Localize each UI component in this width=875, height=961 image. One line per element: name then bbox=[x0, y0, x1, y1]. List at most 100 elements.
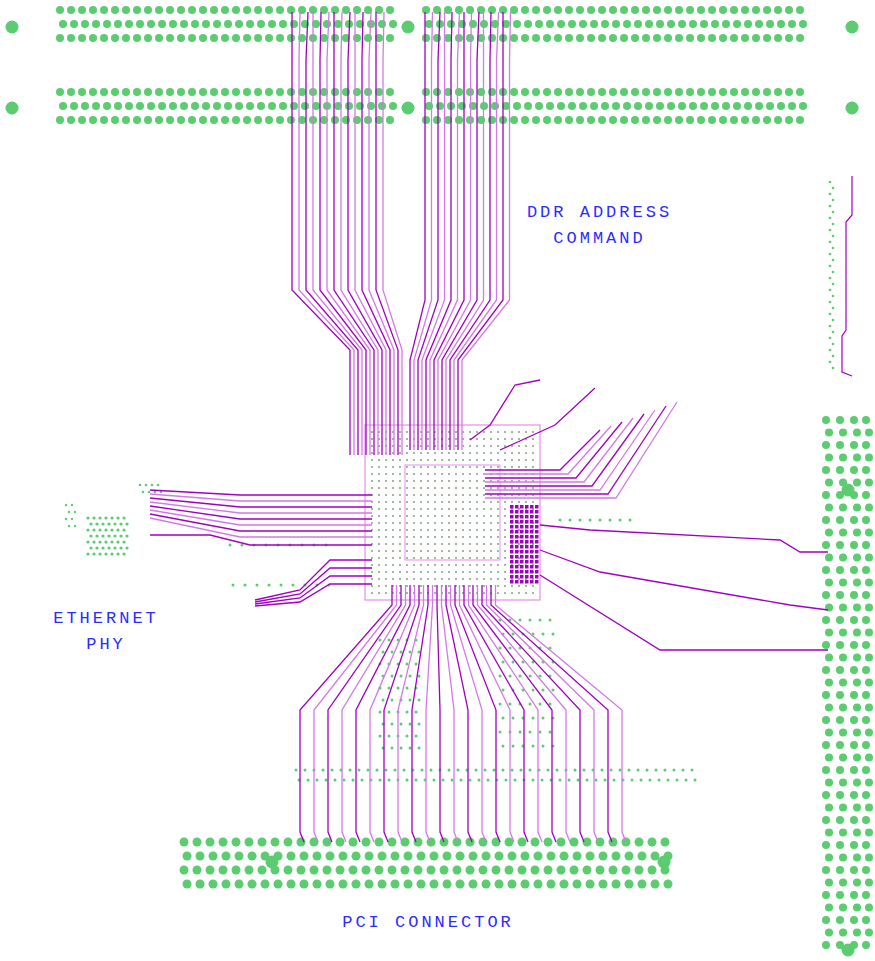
connector-pad bbox=[653, 6, 661, 14]
connector-pad bbox=[261, 880, 270, 889]
connector-pad bbox=[353, 6, 361, 14]
connector-pad bbox=[488, 88, 496, 96]
via-block bbox=[510, 560, 514, 564]
bga-ball bbox=[469, 529, 471, 531]
connector-pad bbox=[287, 34, 295, 42]
via bbox=[241, 544, 244, 547]
bga-ball bbox=[406, 585, 408, 587]
bga-ball bbox=[455, 473, 457, 475]
connector-pad bbox=[733, 102, 741, 110]
connector-pad bbox=[331, 6, 339, 14]
via-block bbox=[510, 535, 514, 539]
via-block bbox=[520, 505, 524, 509]
via-block bbox=[535, 510, 539, 514]
bga-ball bbox=[511, 501, 513, 503]
small-pad bbox=[829, 181, 832, 184]
connector-pad bbox=[199, 116, 207, 124]
bga-ball bbox=[413, 466, 415, 468]
connector-pad bbox=[111, 116, 119, 124]
bga-ball bbox=[420, 508, 422, 510]
via bbox=[292, 584, 295, 587]
connector-pad bbox=[232, 34, 240, 42]
connector-pad bbox=[836, 466, 844, 474]
connector-pad bbox=[825, 829, 833, 837]
connector-pad bbox=[865, 479, 873, 487]
bga-ball bbox=[448, 452, 450, 454]
connector-pad bbox=[865, 529, 873, 537]
connector-pad bbox=[850, 466, 858, 474]
bga-ball bbox=[427, 571, 429, 573]
connector-pad bbox=[78, 34, 86, 42]
bga-ball bbox=[378, 487, 380, 489]
phy-pad bbox=[98, 540, 101, 543]
connector-pad bbox=[265, 34, 273, 42]
via-block bbox=[530, 515, 534, 519]
connector-pad bbox=[331, 34, 339, 42]
phy-pad bbox=[89, 522, 92, 525]
connector-pad bbox=[700, 20, 708, 28]
connector-pad bbox=[822, 741, 830, 749]
bga-ball bbox=[413, 550, 415, 552]
via bbox=[520, 769, 523, 772]
bga-ball bbox=[476, 466, 478, 468]
connector-pad bbox=[352, 880, 361, 889]
bga-ball bbox=[378, 466, 380, 468]
bga-ball bbox=[462, 557, 464, 559]
connector-pad bbox=[224, 20, 232, 28]
connector-pad bbox=[625, 852, 634, 861]
connector-pad bbox=[169, 102, 177, 110]
connector-pad bbox=[440, 866, 449, 875]
connector-pad bbox=[850, 891, 858, 899]
bga-ball bbox=[406, 445, 408, 447]
bga-ball bbox=[427, 501, 429, 503]
connector-pad bbox=[532, 88, 540, 96]
connector-pad bbox=[865, 829, 873, 837]
connector-pad bbox=[505, 866, 514, 875]
phy-pad bbox=[154, 491, 157, 494]
connector-pad bbox=[488, 116, 496, 124]
bga-ball bbox=[483, 585, 485, 587]
bga-ball bbox=[462, 550, 464, 552]
trace bbox=[491, 585, 612, 842]
connector-pad bbox=[774, 88, 782, 96]
trace bbox=[334, 12, 374, 455]
trace bbox=[150, 506, 372, 519]
bga-ball bbox=[511, 438, 513, 440]
connector-pad bbox=[686, 116, 694, 124]
via bbox=[552, 633, 555, 636]
connector-pad bbox=[570, 866, 579, 875]
via bbox=[280, 584, 283, 587]
connector-pad bbox=[862, 891, 870, 899]
bga-ball bbox=[413, 522, 415, 524]
connector-pad bbox=[836, 441, 844, 449]
bga-ball bbox=[385, 473, 387, 475]
connector-pad bbox=[210, 34, 218, 42]
bga-ball bbox=[483, 592, 485, 594]
connector-pad bbox=[697, 34, 705, 42]
connector-pad bbox=[642, 6, 650, 14]
via bbox=[376, 769, 379, 772]
via-block bbox=[530, 525, 534, 529]
connector-pad bbox=[708, 88, 716, 96]
bga-ball bbox=[420, 578, 422, 580]
bga-ball bbox=[511, 592, 513, 594]
trace bbox=[842, 176, 852, 376]
bga-ball bbox=[497, 508, 499, 510]
small-pad bbox=[832, 367, 835, 370]
via-block bbox=[525, 505, 529, 509]
via bbox=[532, 689, 535, 692]
connector-pad bbox=[675, 116, 683, 124]
connector-pad bbox=[853, 629, 861, 637]
connector-pad bbox=[565, 88, 573, 96]
bga-ball bbox=[371, 473, 373, 475]
bga-ball bbox=[455, 445, 457, 447]
bga-ball bbox=[441, 550, 443, 552]
connector-pad bbox=[177, 6, 185, 14]
connector-pad bbox=[352, 852, 361, 861]
bga-ball bbox=[392, 543, 394, 545]
bga-ball bbox=[511, 571, 513, 573]
phy-pad bbox=[116, 528, 119, 531]
bga-ball bbox=[532, 431, 534, 433]
phy-pad bbox=[86, 552, 89, 555]
